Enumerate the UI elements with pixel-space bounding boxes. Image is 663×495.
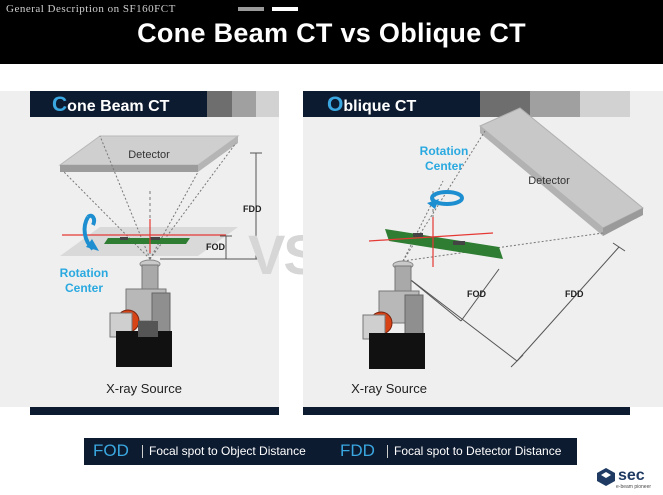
x-ray-source-label: X-ray Source — [351, 381, 427, 396]
pcb-board — [104, 238, 190, 244]
rotation-center-label-1: Rotation — [60, 266, 109, 280]
legend-fod-key: FOD — [93, 441, 129, 460]
x-ray-source-label: X-ray Source — [106, 381, 182, 396]
rotation-arrow-icon — [430, 190, 464, 206]
fdd-label: FDD — [243, 204, 262, 214]
legend-fdd-key: FDD — [340, 441, 375, 460]
cone-beam-diagram: Detector Rotation Center FDD FOD — [58, 135, 262, 396]
swatch-mid — [232, 91, 256, 117]
rotation-center-label-1: Rotation — [420, 144, 469, 158]
cone-beam-panel-header: Cone Beam CT — [0, 91, 279, 117]
source-base — [369, 333, 425, 369]
logo-text: sec — [618, 467, 645, 484]
oblique-panel-header: Oblique CT — [303, 91, 663, 117]
legend-bar: FOD Focal spot to Object Distance FDD Fo… — [84, 438, 577, 465]
header-bar-gray — [238, 7, 264, 11]
oblique-diagram: Detector Rotation Center FOD FDD — [351, 107, 644, 396]
swatch-dark — [207, 91, 232, 117]
oblique-title: Oblique CT — [327, 93, 417, 116]
swatch-light — [580, 91, 630, 117]
detector-top — [479, 107, 644, 229]
page-title: Cone Beam CT vs Oblique CT — [137, 18, 526, 48]
legend-separator — [142, 445, 143, 458]
detector-edge-front — [60, 165, 198, 172]
header-bar: General Description on SF160FCT Cone Bea… — [0, 0, 663, 64]
oblique-panel-footer — [303, 407, 630, 415]
logo-tagline: e-beam pioneer — [616, 484, 652, 490]
detector-label: Detector — [128, 149, 170, 161]
fod-label: FOD — [206, 242, 225, 252]
legend-fod-desc: Focal spot to Object Distance — [149, 444, 306, 458]
fdd-label: FDD — [565, 289, 584, 299]
detector-edge-side — [198, 136, 238, 172]
swatch-mid — [530, 91, 580, 117]
header-subtitle: General Description on SF160FCT — [6, 3, 176, 15]
object-plane-line — [368, 232, 494, 242]
cone-beam-panel-footer — [30, 407, 279, 415]
cone-line — [149, 171, 199, 260]
oblique-panel: Oblique CT Detector Rotation Center FOD — [303, 91, 663, 415]
sec-logo-icon — [597, 468, 615, 486]
rotation-center-label-2: Center — [425, 159, 463, 173]
swatch-light — [256, 91, 279, 117]
rotation-center-label-2: Center — [65, 281, 103, 295]
detector-edge — [603, 208, 643, 236]
legend-separator — [387, 445, 388, 458]
header-bar-white — [272, 7, 298, 11]
cone-beam-panel: Cone Beam CT Detector Rotation Center — [0, 91, 279, 415]
fdd-dimension-line — [406, 276, 518, 362]
detector-label: Detector — [528, 175, 570, 187]
cone-beam-title: Cone Beam CT — [52, 93, 170, 116]
fod-label: FOD — [467, 289, 486, 299]
cone-line — [63, 171, 151, 260]
legend-fdd-desc: Focal spot to Detector Distance — [394, 444, 562, 458]
